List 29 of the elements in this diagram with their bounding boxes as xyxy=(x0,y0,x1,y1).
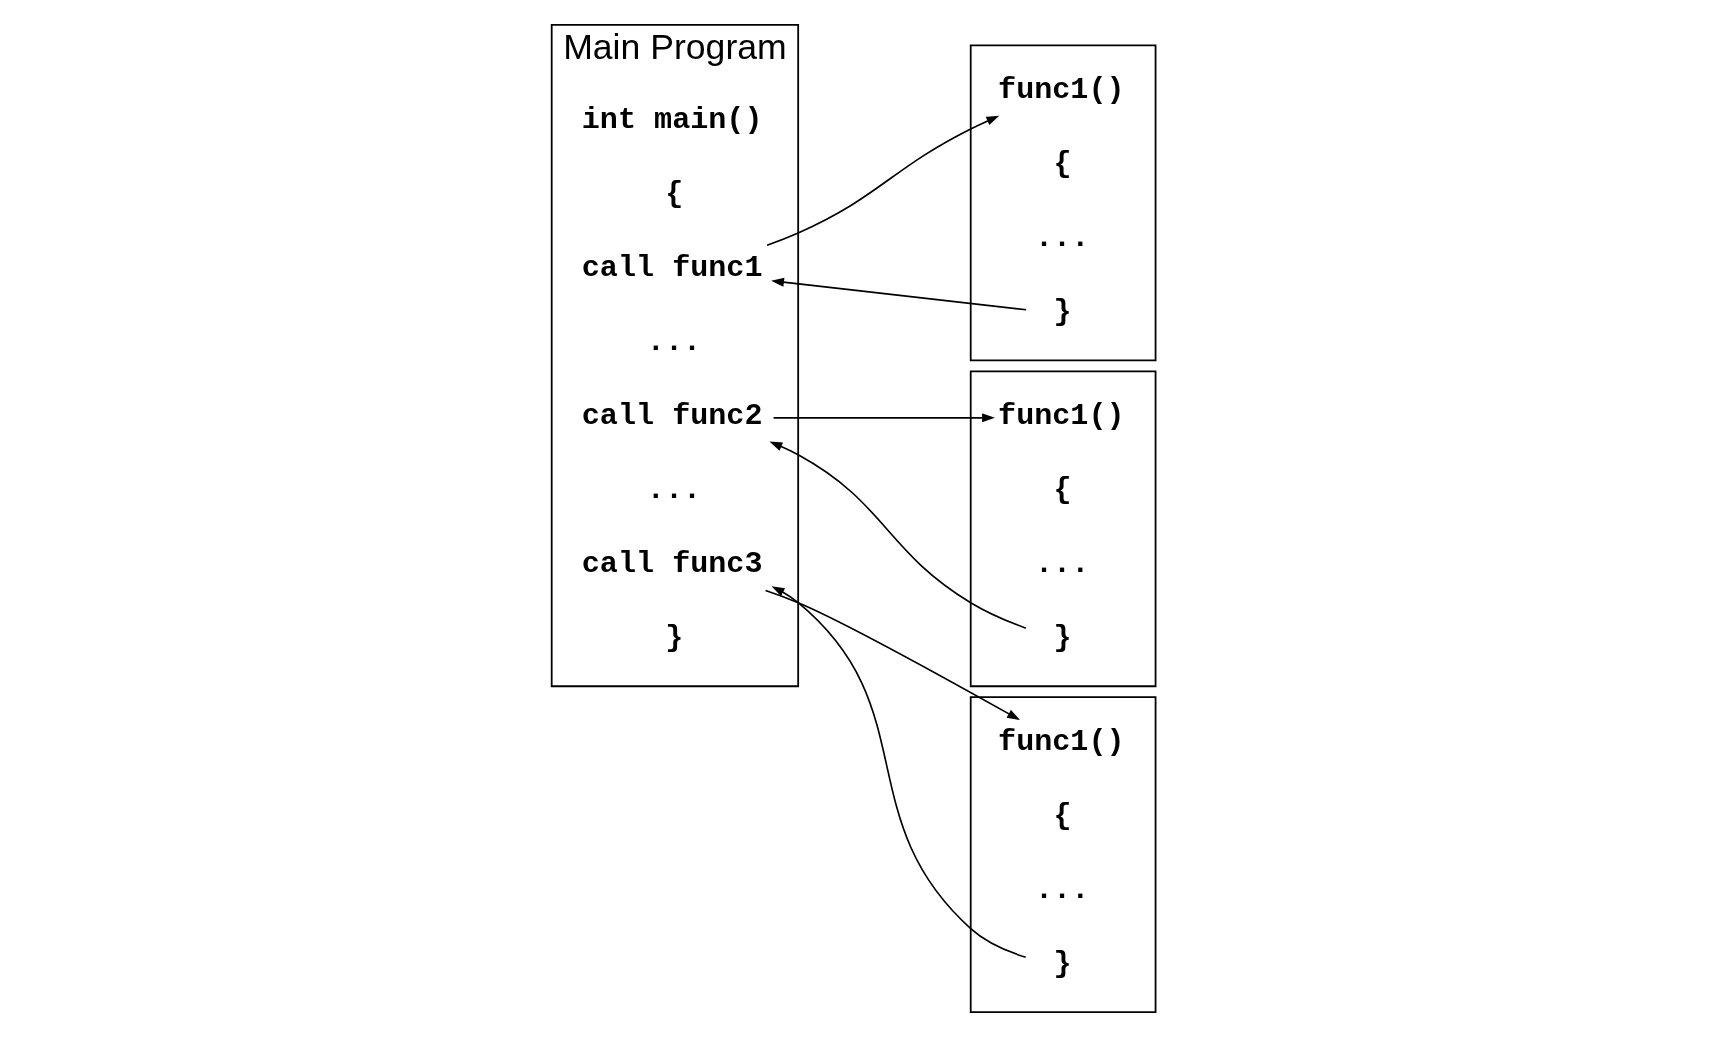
node-text: ... xyxy=(646,473,702,508)
node-text: call func3 xyxy=(581,547,763,582)
node-text: } xyxy=(1053,295,1072,330)
node-text: call func1 xyxy=(581,251,763,286)
node-text: func1() xyxy=(998,73,1125,108)
arrow xyxy=(772,413,995,423)
arrow xyxy=(766,115,1000,246)
node-text: { xyxy=(665,177,684,212)
node-text: ... xyxy=(646,325,702,360)
arrow xyxy=(771,277,1027,311)
node-text: func1() xyxy=(998,399,1125,434)
node-text: func1() xyxy=(998,725,1125,760)
node-text: ... xyxy=(1035,872,1090,907)
node-text: { xyxy=(1053,147,1072,182)
node-text: } xyxy=(1053,946,1072,981)
cluster xyxy=(969,370,1157,688)
node-text: } xyxy=(665,620,684,655)
cluster xyxy=(969,44,1157,362)
arrow xyxy=(769,441,1027,629)
node-text: { xyxy=(1053,799,1072,833)
arrow xyxy=(771,586,1027,959)
cluster xyxy=(969,696,1157,1014)
node-text: ... xyxy=(1035,547,1090,582)
node-text: } xyxy=(1053,620,1072,655)
node-text: { xyxy=(1053,473,1072,508)
node-text: int main() xyxy=(581,103,763,138)
arrow xyxy=(764,589,1020,721)
node-text: call func2 xyxy=(581,399,763,434)
node-text: ... xyxy=(1035,221,1090,256)
